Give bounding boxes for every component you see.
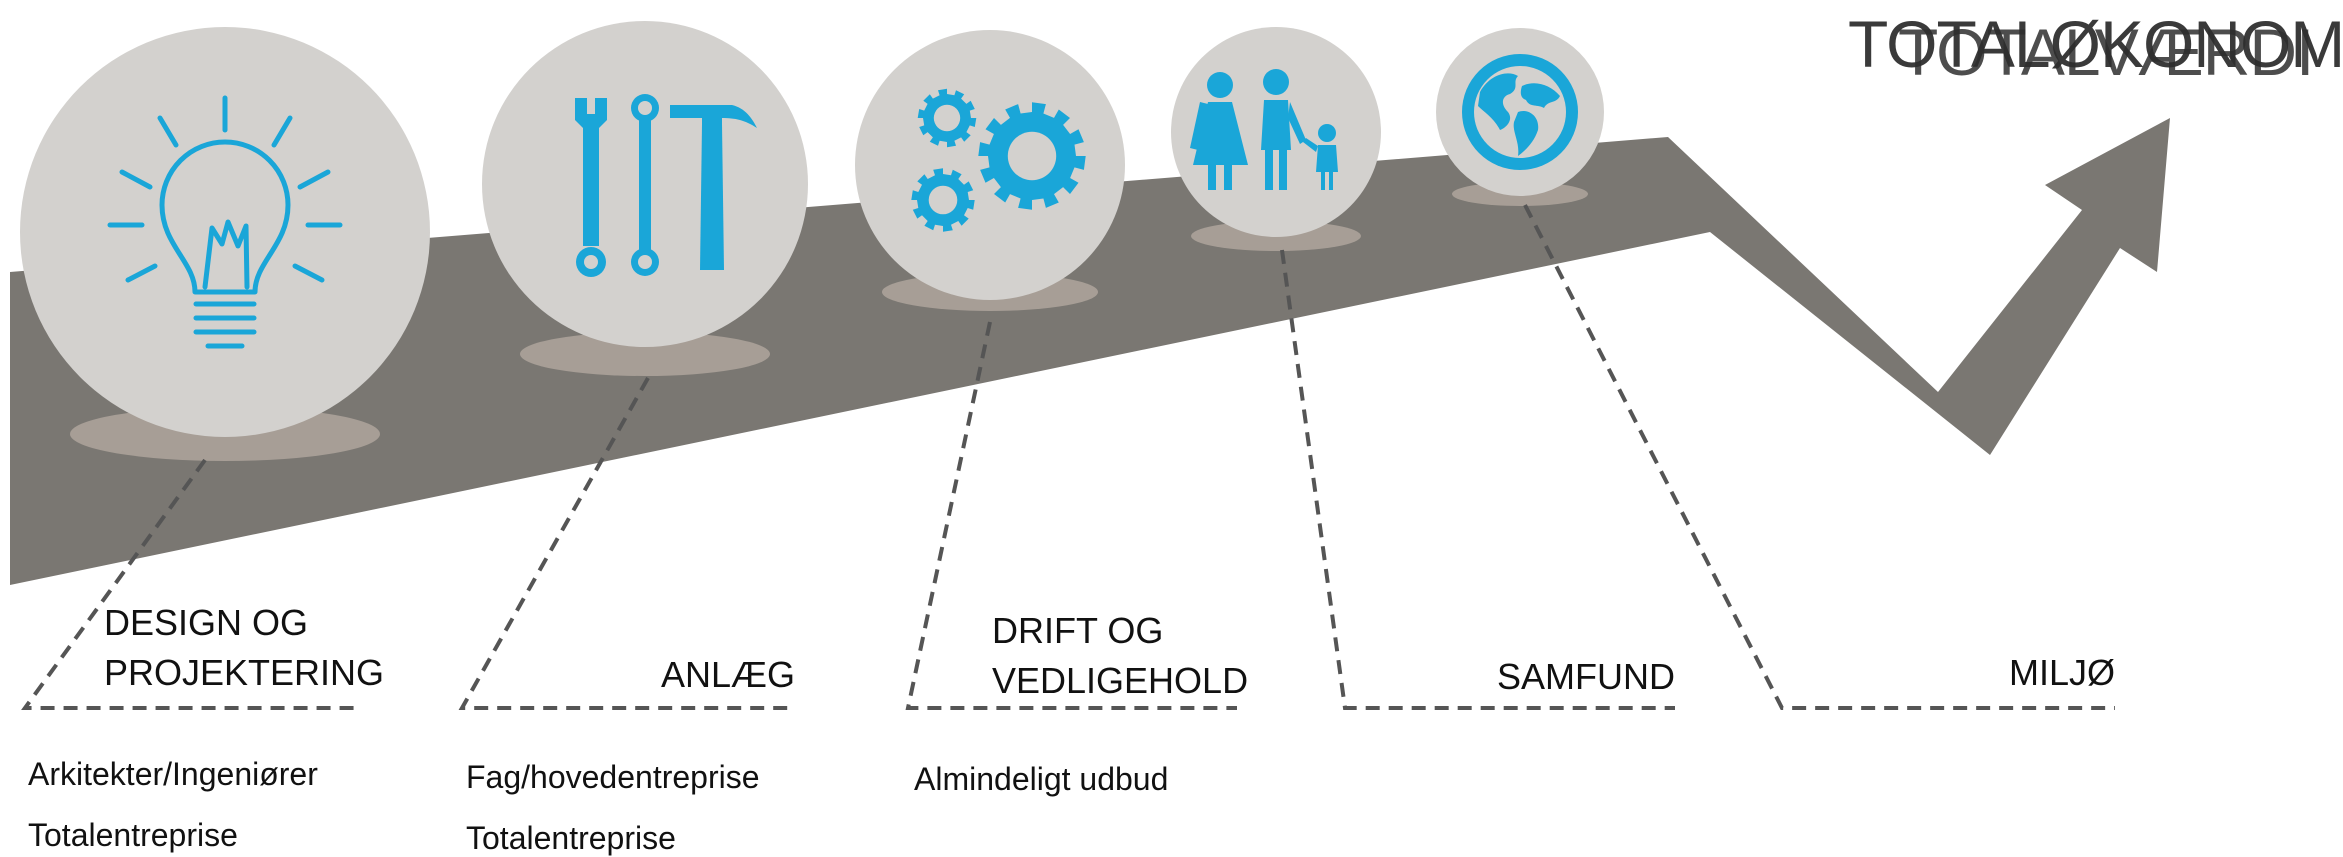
stage-label-line2: PROJEKTERING	[104, 652, 385, 693]
connector-miljoe	[1523, 204, 2115, 710]
sub-label: Totalentreprise	[466, 820, 676, 856]
gear-hole	[928, 185, 958, 215]
connector-drift	[905, 321, 1237, 710]
stage-label-miljoe: MILJØ	[1880, 648, 2115, 698]
title-total-economy: TOTALØKONOMI	[1848, 7, 2343, 81]
connector-anlaeg	[458, 377, 795, 710]
stage-label-samfund: SAMFUND	[1440, 652, 1675, 702]
stage-label-anlaeg: ANLÆG	[560, 650, 795, 700]
tools-icon	[575, 94, 757, 277]
title-total-value: TOTALVÆRDI	[1898, 15, 2314, 89]
connector-samfund	[1280, 249, 1675, 710]
globe-icon	[1462, 54, 1578, 170]
stage-label-line1: MILJØ	[2008, 652, 2115, 693]
stage-label-line1: ANLÆG	[660, 654, 795, 695]
stage-label-drift: DRIFT OG VEDLIGEHOLD	[992, 606, 1248, 706]
shadow	[520, 332, 770, 376]
sub-label: Arkitekter/Ingeniører	[28, 756, 318, 792]
stage-label-line2: VEDLIGEHOLD	[992, 660, 1249, 701]
gears-icon	[911, 88, 1086, 232]
sub-label: Totalentreprise	[28, 817, 238, 853]
stage-label-line1: SAMFUND	[1497, 656, 1675, 697]
sub-label: Fag/hovedentreprise	[466, 759, 760, 795]
stage-label-design: DESIGN OG PROJEKTERING	[104, 598, 384, 698]
stage-label-line1: DESIGN OG	[104, 602, 309, 643]
stage-label-line1: DRIFT OG	[992, 610, 1164, 651]
lightbulb-icon	[107, 95, 343, 349]
connector-design	[21, 458, 355, 710]
gear-hole	[933, 104, 961, 132]
sub-label: Almindeligt udbud	[914, 761, 1169, 797]
family-icon	[1190, 69, 1338, 190]
gear-hole	[1007, 131, 1057, 181]
